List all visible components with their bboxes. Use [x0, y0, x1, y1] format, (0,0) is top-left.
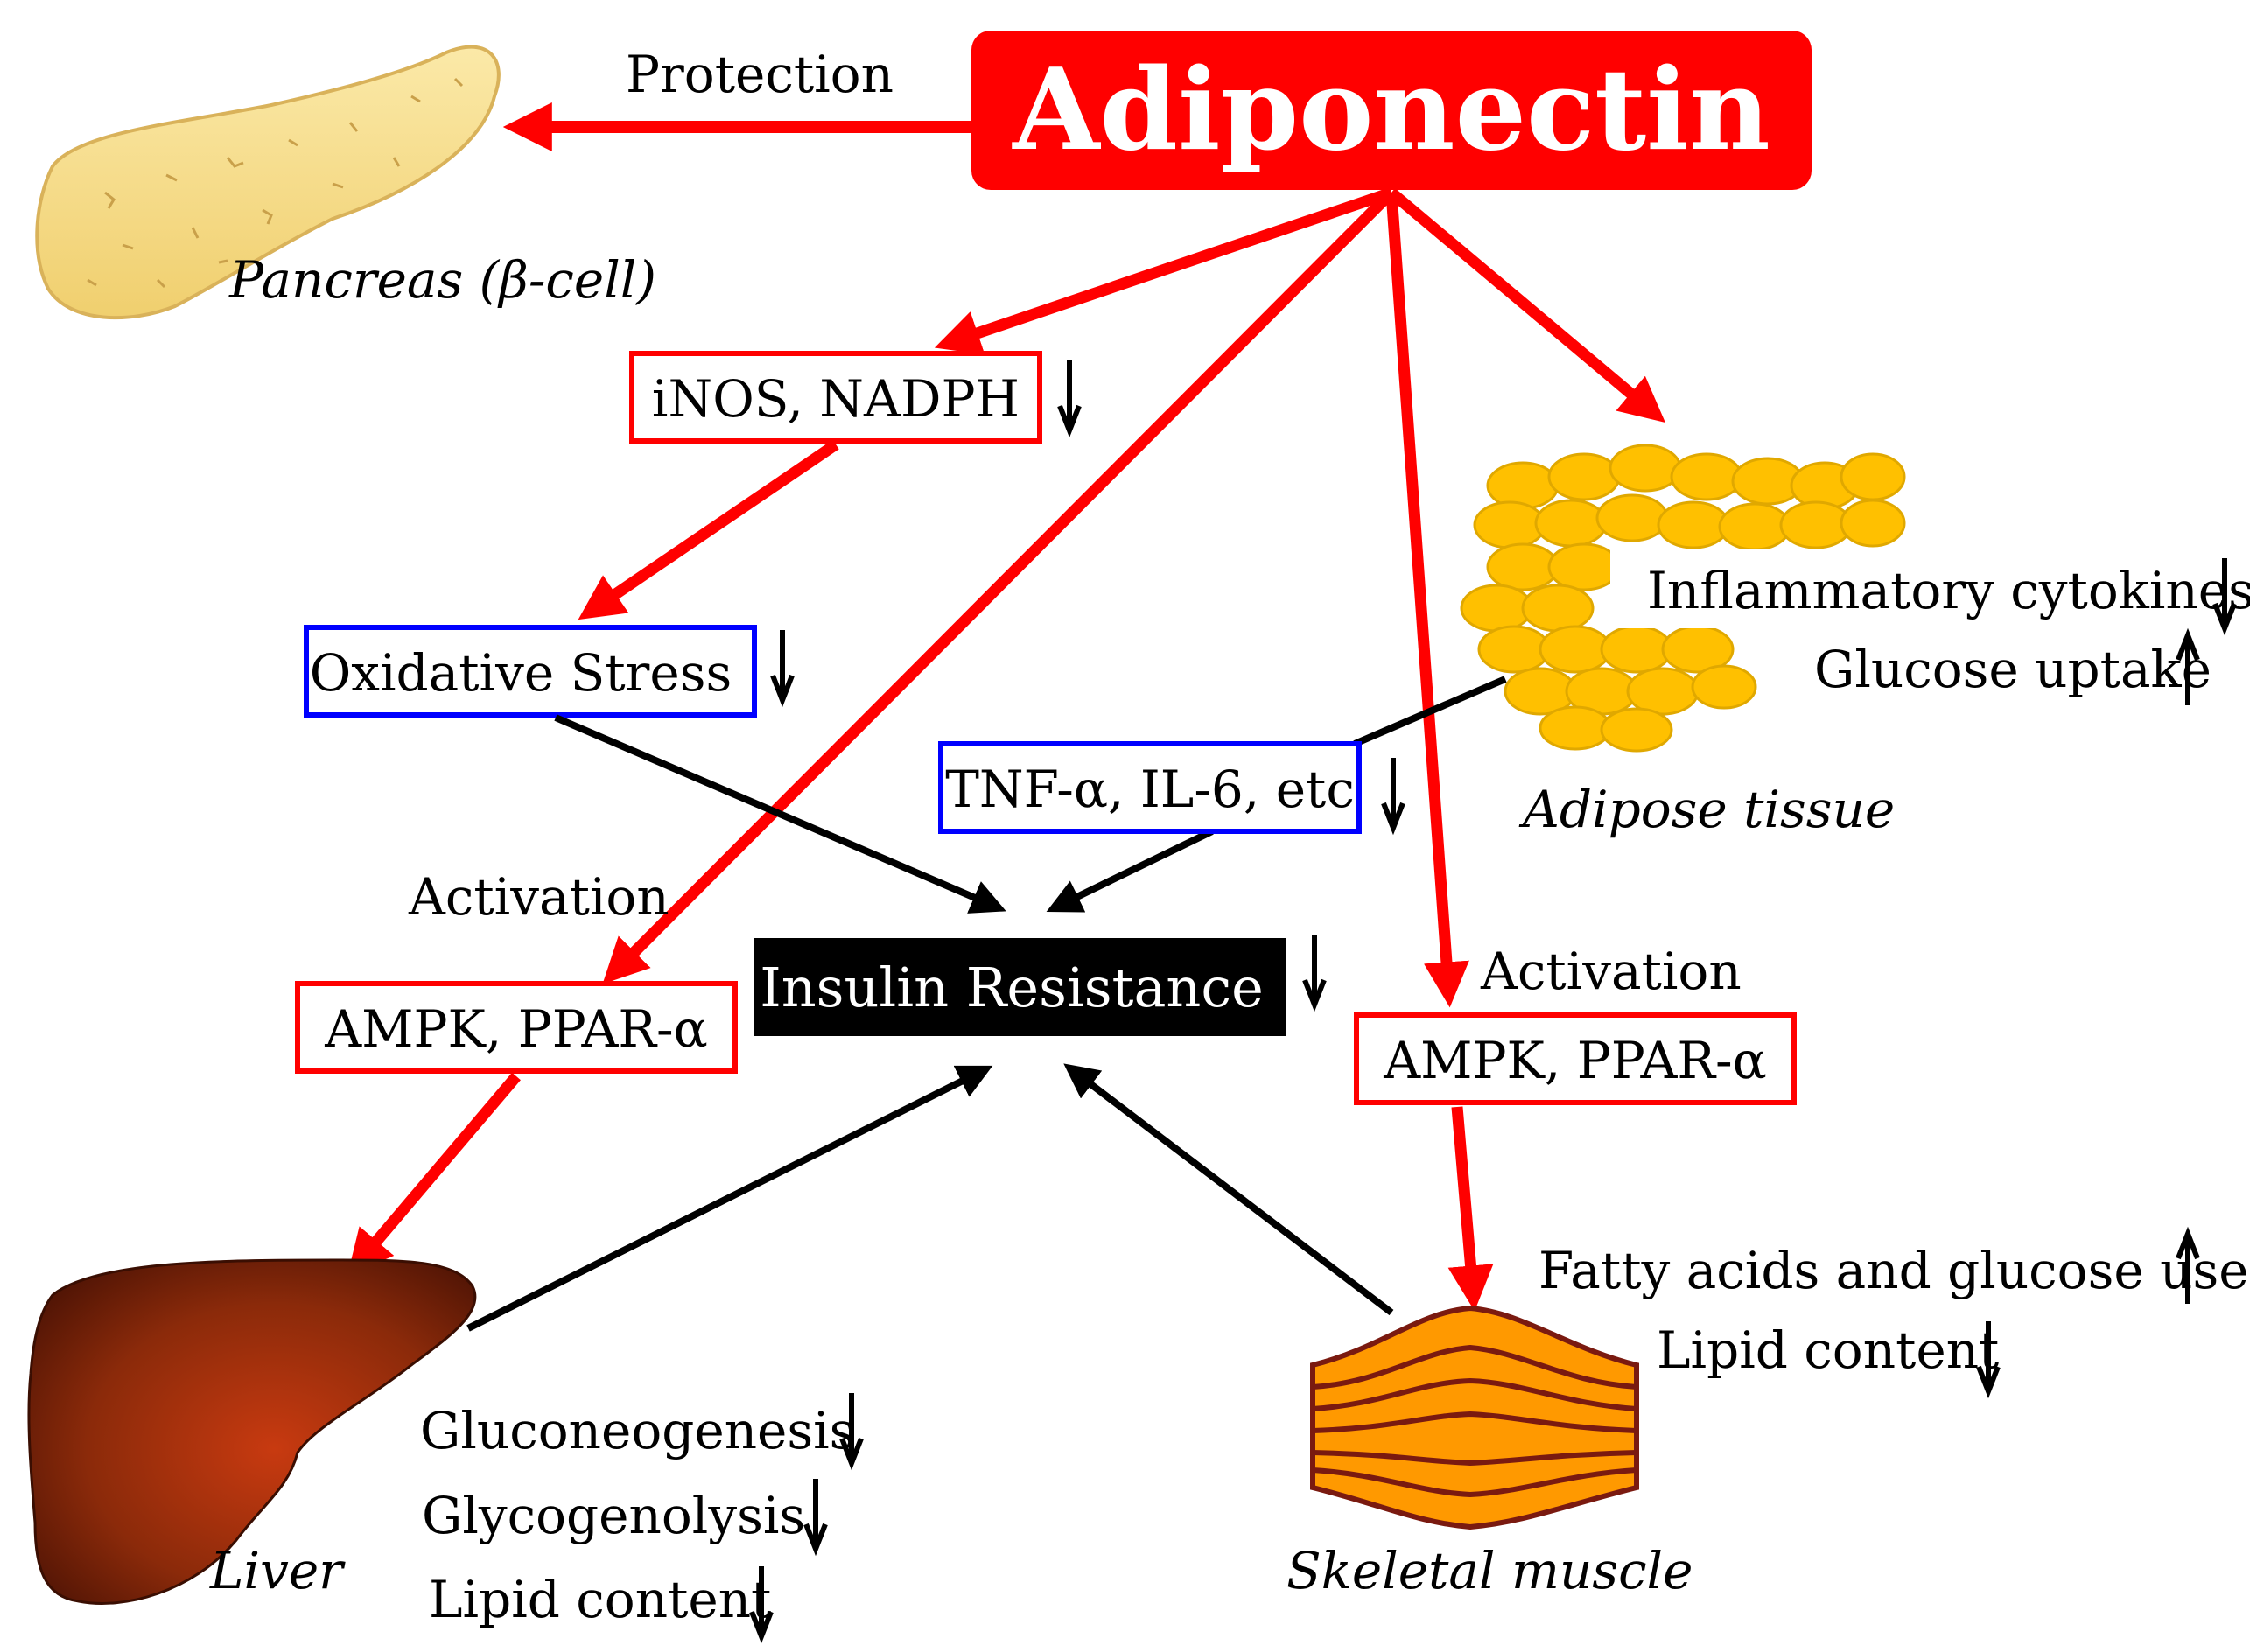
- ampk-left-box: AMPK, PPAR-α: [295, 981, 738, 1074]
- oxidative-stress-label: Oxidative Stress: [310, 643, 732, 703]
- muscle-effect-fatty-acids: Fatty acids and glucose use: [1539, 1241, 2249, 1300]
- ampk-right-box: AMPK, PPAR-α: [1354, 1012, 1797, 1105]
- inos-decrease-icon: [1060, 360, 1079, 430]
- oxidative-decrease-icon: [773, 630, 792, 700]
- insulin-resistance-box: Insulin Resistance: [754, 938, 1286, 1036]
- tnf-label: TNF-α, IL-6, etc: [945, 760, 1355, 819]
- ampk-left-label: AMPK, PPAR-α: [324, 999, 708, 1059]
- inos-box: iNOS, NADPH: [629, 351, 1042, 444]
- arrow-to-ampk-left: [602, 188, 1396, 984]
- ampk-right-label: AMPK, PPAR-α: [1383, 1031, 1767, 1090]
- pancreas-illustration: [35, 45, 501, 320]
- liver-effect-gluconeogenesis: Gluconeogenesis: [420, 1401, 855, 1460]
- adiponectin-box: Adiponectin: [971, 31, 1812, 190]
- tnf-decrease-icon: [1384, 758, 1403, 828]
- arrow-to-adipose: [1387, 188, 1665, 424]
- insulin-decrease-icon: [1305, 934, 1324, 1004]
- muscle-effect-lipid: Lipid content: [1657, 1320, 1999, 1380]
- arrow-ampk-to-muscle: [1447, 1106, 1494, 1312]
- adipose-label: Adipose tissue: [1518, 780, 1895, 839]
- adipose-effect-cytokines: Inflammatory cytokines: [1647, 561, 2250, 620]
- arrow-oxidative-to-insulin: [554, 714, 1006, 914]
- liver-label: Liver: [209, 1541, 346, 1600]
- inos-label: iNOS, NADPH: [652, 369, 1020, 429]
- arrow-muscle-to-insulin: [1063, 1063, 1394, 1316]
- activation-left-label: Activation: [408, 867, 669, 927]
- arrow-tnf-to-insulin: [1046, 828, 1214, 913]
- skeletal-muscle-illustration: [1310, 1305, 1639, 1530]
- adiponectin-title: Adiponectin: [1012, 45, 1770, 176]
- line-adipose-to-tnf: [1353, 676, 1507, 747]
- adipose-effect-glucose: Glucose uptake: [1814, 640, 2211, 699]
- tnf-box: TNF-α, IL-6, etc: [938, 741, 1362, 834]
- glycogenolysis-decrease-icon: [806, 1479, 825, 1549]
- muscle-label: Skeletal muscle: [1286, 1541, 1693, 1600]
- protection-label: Protection: [626, 45, 894, 104]
- activation-right-label: Activation: [1480, 942, 1742, 1001]
- insulin-resistance-label: Insulin Resistance: [760, 956, 1264, 1019]
- arrow-inos-to-oxidative: [578, 439, 839, 620]
- liver-effect-glycogenolysis: Glycogenolysis: [422, 1486, 805, 1545]
- arrow-ampk-to-liver: [347, 1072, 521, 1276]
- arrow-to-ampk-right: [1385, 192, 1469, 1008]
- pancreas-label: Pancreas (β-cell): [228, 250, 656, 310]
- liver-effect-lipid: Lipid content: [429, 1570, 771, 1629]
- oxidative-stress-box: Oxidative Stress: [304, 625, 757, 718]
- arrow-liver-to-insulin: [466, 1065, 993, 1332]
- adipose-label-panel: [1610, 550, 1873, 628]
- arrow-to-inos: [934, 186, 1394, 355]
- liver-illustration: [27, 1258, 477, 1605]
- adipose-tissue-illustration: [1460, 444, 1906, 752]
